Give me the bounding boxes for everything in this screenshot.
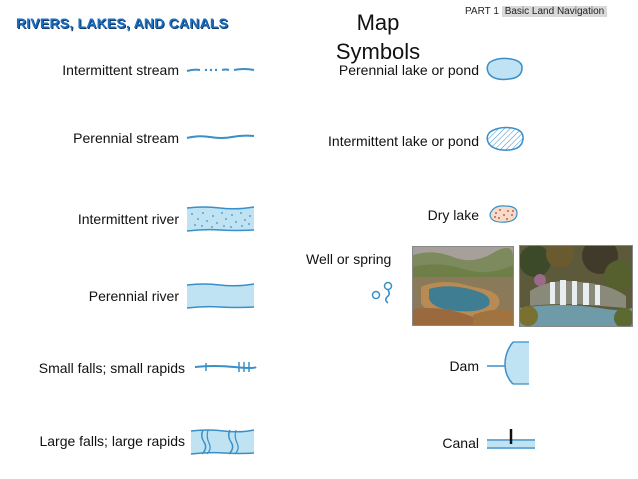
slide-title: Map Symbols [322, 8, 434, 66]
perennial-river-icon [186, 283, 255, 309]
label-intermittent-lake: Intermittent lake or pond [328, 133, 479, 149]
slide-title-text: Map Symbols [335, 10, 421, 64]
label-large-falls: Large falls; large rapids [39, 433, 185, 449]
intermittent-stream-icon [186, 68, 255, 72]
part-label: PART 1 Basic Land Navigation [465, 6, 608, 17]
chapter-label: Basic Land Navigation [501, 6, 608, 17]
intermittent-river-icon [186, 206, 255, 232]
well-spring-icon [371, 281, 393, 304]
label-dam: Dam [449, 358, 479, 374]
dam-icon [487, 341, 529, 385]
label-intermittent-river: Intermittent river [77, 211, 179, 227]
label-perennial-river: Perennial river [88, 288, 179, 304]
label-intermittent-stream: Intermittent stream [62, 62, 179, 78]
hot-spring-photo-image [413, 247, 513, 325]
canal-icon [487, 429, 535, 449]
label-dry-lake: Dry lake [427, 207, 479, 223]
perennial-lake-icon [486, 57, 523, 81]
large-falls-icon [190, 429, 255, 455]
small-falls-icon [194, 362, 257, 372]
intermittent-lake-icon [486, 126, 524, 151]
part-number: PART 1 [465, 6, 499, 17]
section-title: RIVERS, LAKES, AND CANALS [16, 15, 229, 31]
dry-lake-icon [489, 205, 518, 223]
waterfall-photo [519, 245, 633, 327]
label-well-spring: Well or spring [306, 251, 392, 267]
label-perennial-lake: Perennial lake or pond [338, 62, 479, 78]
label-small-falls: Small falls; small rapids [38, 360, 185, 376]
label-canal: Canal [442, 435, 479, 451]
label-perennial-stream: Perennial stream [73, 130, 179, 146]
perennial-stream-icon [186, 134, 255, 139]
waterfall-photo-image [520, 246, 632, 326]
hot-spring-photo [412, 246, 514, 326]
